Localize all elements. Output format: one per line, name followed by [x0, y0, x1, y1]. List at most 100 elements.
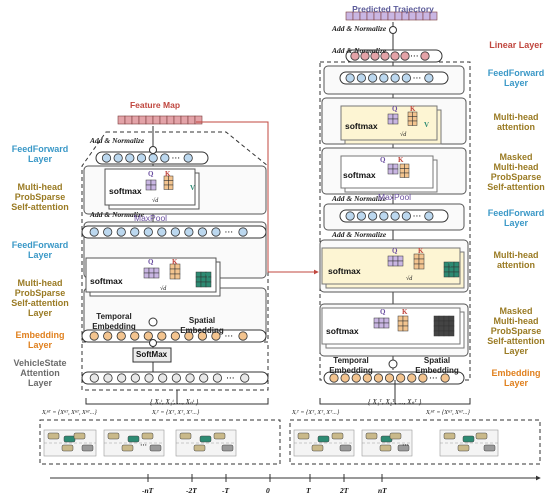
decoder-addnorm-2: Add & Normalize [332, 46, 387, 55]
dec-row-emb-cell [351, 373, 361, 383]
enc-row-4-dots: ··· [226, 374, 235, 384]
sqrt-4: √d [406, 276, 413, 282]
enc-row-4-cell [144, 373, 154, 383]
predicted-cells-cell [429, 11, 438, 21]
dec-row-ff2-cell [368, 211, 378, 221]
enc-row-4-cell [240, 373, 250, 383]
enc-q-grid-2 [143, 267, 160, 279]
decoder-circle-rows: ············ [323, 49, 465, 385]
enc-row-2-cell [143, 227, 153, 237]
dec-k-grid-4-cell [402, 325, 409, 332]
enc-row-2-cell [238, 227, 248, 237]
formula-2: Xᵢᵀ = {Xᵀ, Xᵀ, Xᵀ...} [152, 410, 200, 416]
scene-6-car [462, 435, 475, 443]
encoder-circle-rows: ············ [81, 151, 269, 385]
encoder-temporal-label: Temporal Embedding [92, 312, 136, 331]
encoder-ff-label-1: FeedForward Layer [11, 144, 69, 164]
decoder-ff-label-1: FeedForward Layer [487, 68, 545, 88]
scene-5-car [389, 432, 402, 440]
enc-row-4-cell [103, 373, 113, 383]
enc-q-grid-2-cell [143, 267, 150, 274]
enc-row-4-cell [117, 373, 127, 383]
k-label-6: K [398, 156, 404, 164]
scene-5-car [379, 444, 392, 452]
scene-5-car [397, 444, 410, 452]
decoder-masked-label-2: Masked Multi-head ProbSparse Self-attent… [487, 306, 545, 356]
encoder-ff-label-2: FeedForward Layer [11, 240, 69, 260]
dec-row-ff2: ··· [339, 209, 449, 223]
dec-k-grid-3-cell [418, 258, 425, 265]
dec-row-emb-cell [340, 373, 350, 383]
dec-k-grid-4-cell [397, 320, 404, 327]
dec-v-grid-3-cell [443, 271, 450, 278]
vehicle-softmax-box-label: SoftMax [136, 350, 168, 359]
dec-row-ff2-cell [356, 211, 366, 221]
enc-row-3-cell [238, 331, 248, 341]
scene-3-car [213, 432, 226, 440]
enc-row-1-cell [136, 153, 147, 163]
dec-mask-grid-cell [448, 325, 455, 332]
decoder-softmax-3: softmax [328, 266, 361, 276]
k-label-4: K [418, 247, 424, 255]
dec-mask-grid-cell [448, 315, 455, 322]
enc-row-1-cell [125, 153, 135, 163]
enc-row-2: ··· [81, 225, 267, 239]
enc-row-2-cell [89, 227, 99, 237]
enc-row-2-dots: ··· [224, 228, 233, 238]
enc-v-grid-2-cell [195, 281, 202, 288]
dec-mask-grid-cell [443, 320, 450, 327]
dec-row-linear-dots: ··· [410, 52, 419, 62]
dec-k-grid-2-cell [404, 168, 410, 174]
feature-map-cells-cell [180, 115, 189, 125]
dec-q-grid-2-cell [392, 163, 399, 170]
enc-v-grid-2-cell [195, 276, 202, 283]
predicted-cells [345, 11, 438, 21]
scene-6-car [483, 444, 496, 452]
scene-1-car [63, 435, 76, 443]
enc-q-grid-1 [145, 179, 157, 191]
dec-k-grid-3-cell [418, 263, 425, 270]
dec-mask-grid-cell [448, 330, 455, 337]
enc-row-2-cell [157, 227, 167, 237]
feature-map-cells-cell [187, 115, 196, 125]
enc-q-grid-2-cell [148, 272, 155, 279]
dec-q-grid-1-cell [387, 113, 394, 120]
dec-row-linear-cell [390, 51, 400, 61]
feature-map-cells-cell [166, 115, 175, 125]
dec-k-grid-4-cell [402, 315, 409, 322]
encoder-softmax-1: softmax [109, 186, 142, 196]
scene-3-car [193, 444, 206, 452]
k-label-3: K [410, 105, 416, 113]
scene-3-car [199, 435, 212, 443]
dec-row-ff1-cell [424, 73, 434, 83]
enc-row-2-cell [197, 227, 208, 237]
q-label-1: Q [148, 170, 154, 178]
scene-5 [361, 429, 413, 457]
dec-k-grid-2 [399, 163, 410, 178]
decoder-ff-label-2: FeedForward Layer [487, 208, 545, 228]
scene-4 [293, 429, 355, 457]
decoder-softmax-2: softmax [343, 170, 376, 180]
decoder-addnorm-4: Add & Normalize [332, 230, 387, 239]
feature-map-cells [117, 115, 203, 125]
vehicle-state-label: VehicleState Attention Layer [13, 358, 67, 388]
feature-map-cells-cell [117, 115, 126, 125]
dec-row-ff1-dots: ··· [413, 74, 422, 84]
q-label-6: Q [380, 156, 386, 164]
dec-row-ff2-cell [401, 211, 411, 221]
encoder-addnorm-1: Add & Normalize [90, 136, 145, 145]
enc-row-3-cell [130, 331, 140, 341]
dec-k-grid-3 [413, 253, 425, 270]
enc-row-3-cell [116, 331, 126, 341]
scene-1-car [47, 432, 60, 440]
decoder-group: ············ [319, 11, 471, 385]
sqrt-1: √d [152, 198, 159, 204]
enc-row-3-cell [157, 331, 167, 341]
v-label-3: V [424, 121, 430, 129]
enc-k-grid-1-cell [168, 180, 174, 186]
dec-q-grid-3-cell [387, 255, 394, 262]
enc-q-grid-1-cell [150, 184, 157, 191]
v-label-4: V [448, 261, 454, 269]
